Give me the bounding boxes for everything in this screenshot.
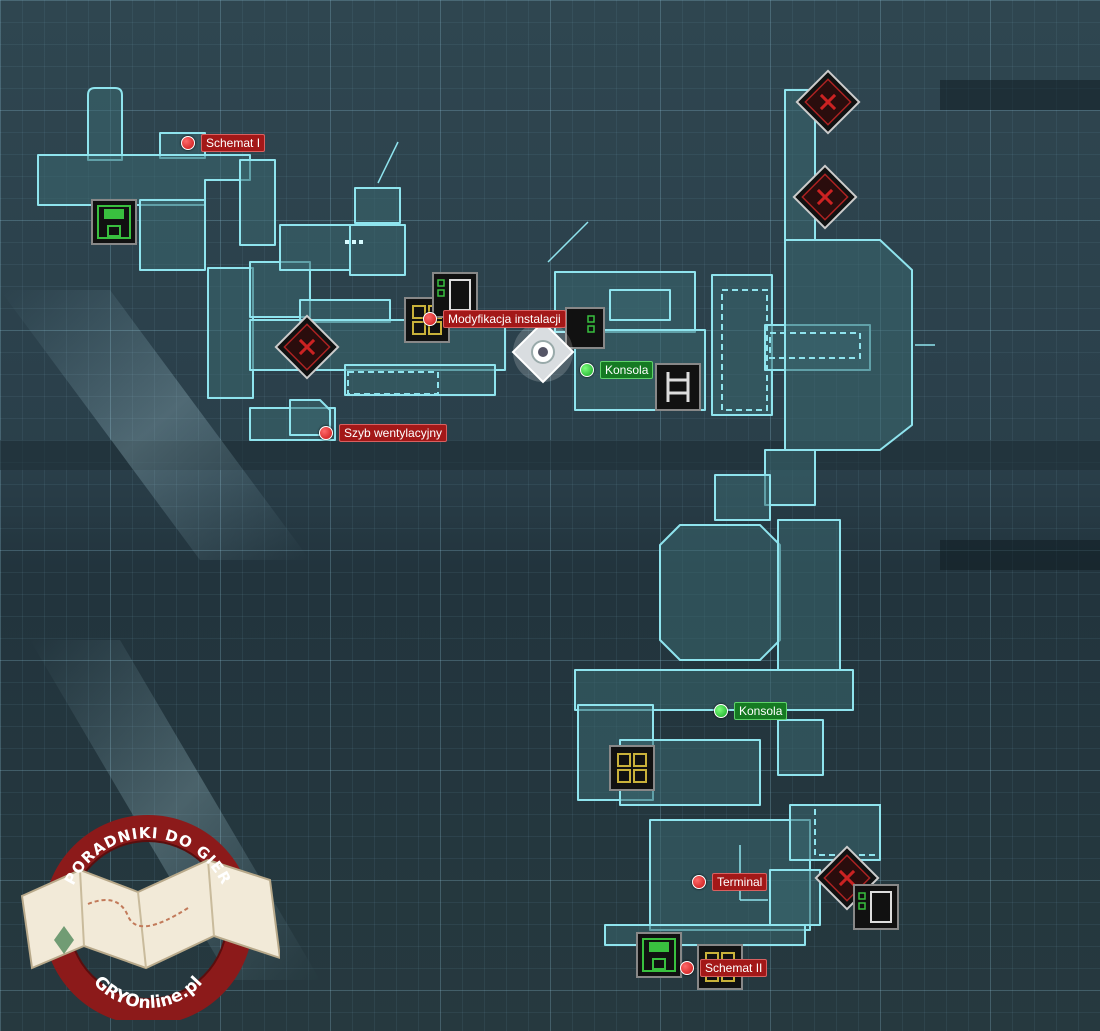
marker-konsola-1[interactable]: Konsola	[580, 361, 654, 379]
marker-label: Schemat II	[700, 959, 768, 977]
player-location-icon	[511, 320, 575, 384]
marker-label: Schemat I	[201, 134, 266, 152]
folded-map-icon	[20, 858, 280, 970]
locked-door-icon	[795, 69, 861, 135]
marker-konsola-2[interactable]: Konsola	[714, 702, 788, 720]
gryonline-logo: PORADNIKI DO GIER GRYOnline.pl	[20, 815, 280, 1020]
red-marker-icon	[692, 875, 706, 889]
store-icon	[432, 272, 478, 318]
locked-door-icon	[792, 164, 858, 230]
store-icon	[565, 307, 605, 349]
bench-icon	[655, 363, 701, 411]
save-station-icon	[91, 199, 137, 245]
green-marker-icon	[580, 363, 594, 377]
green-marker-icon	[714, 704, 728, 718]
locked-door-icon	[274, 314, 340, 380]
marker-label: Modyfikacja instalacji	[443, 310, 566, 328]
save-station-icon	[636, 932, 682, 978]
marker-label: Konsola	[734, 702, 788, 720]
marker-label: Konsola	[600, 361, 654, 379]
store-icon	[853, 884, 899, 930]
marker-modyfikacja-instalacji[interactable]: Modyfikacja instalacji	[423, 310, 566, 328]
red-marker-icon	[680, 961, 694, 975]
marker-label: Terminal	[712, 873, 768, 891]
red-marker-icon	[423, 312, 437, 326]
red-marker-icon	[181, 136, 195, 150]
upgrade-bench-icon	[609, 745, 655, 791]
marker-terminal[interactable]: Terminal	[692, 873, 768, 891]
marker-schemat-1[interactable]: Schemat I	[181, 134, 266, 152]
marker-schemat-2[interactable]: Schemat II	[680, 959, 768, 977]
marker-szyb-wentylacyjny[interactable]: Szyb wentylacyjny	[319, 424, 448, 442]
marker-label: Szyb wentylacyjny	[339, 424, 448, 442]
red-marker-icon	[319, 426, 333, 440]
